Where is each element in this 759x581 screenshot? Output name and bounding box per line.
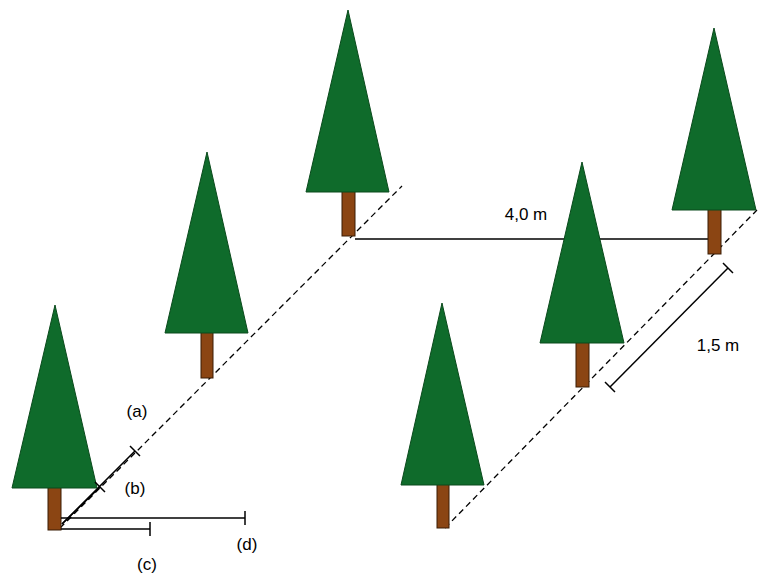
measure-tick (130, 446, 140, 456)
measure-line (61, 517, 245, 519)
dimension-lines (61, 263, 733, 536)
trees (540, 28, 756, 387)
dimension-line (610, 268, 728, 387)
spacing-line (355, 238, 708, 240)
tree (672, 28, 756, 254)
trees (12, 10, 484, 530)
row-lines (60, 186, 757, 528)
measure-label: (a) (125, 403, 150, 422)
dimension-label: 4,0 m (503, 206, 550, 225)
measure-label: (d) (235, 536, 260, 555)
tree (540, 162, 624, 387)
measure-tick (95, 482, 105, 492)
measure-tick (149, 522, 151, 536)
tree (401, 303, 484, 528)
tree (165, 152, 248, 378)
dimension-tick (605, 382, 615, 392)
row-line (60, 186, 402, 528)
measure-label: (b) (123, 480, 148, 499)
measure-line (62, 451, 135, 524)
tree (306, 10, 389, 236)
measure-line (61, 528, 150, 530)
tree (12, 305, 97, 530)
dimension-label: 1,5 m (695, 337, 742, 356)
dimension-tick (723, 263, 733, 273)
measure-tick (244, 511, 246, 525)
measure-label: (c) (135, 556, 159, 575)
